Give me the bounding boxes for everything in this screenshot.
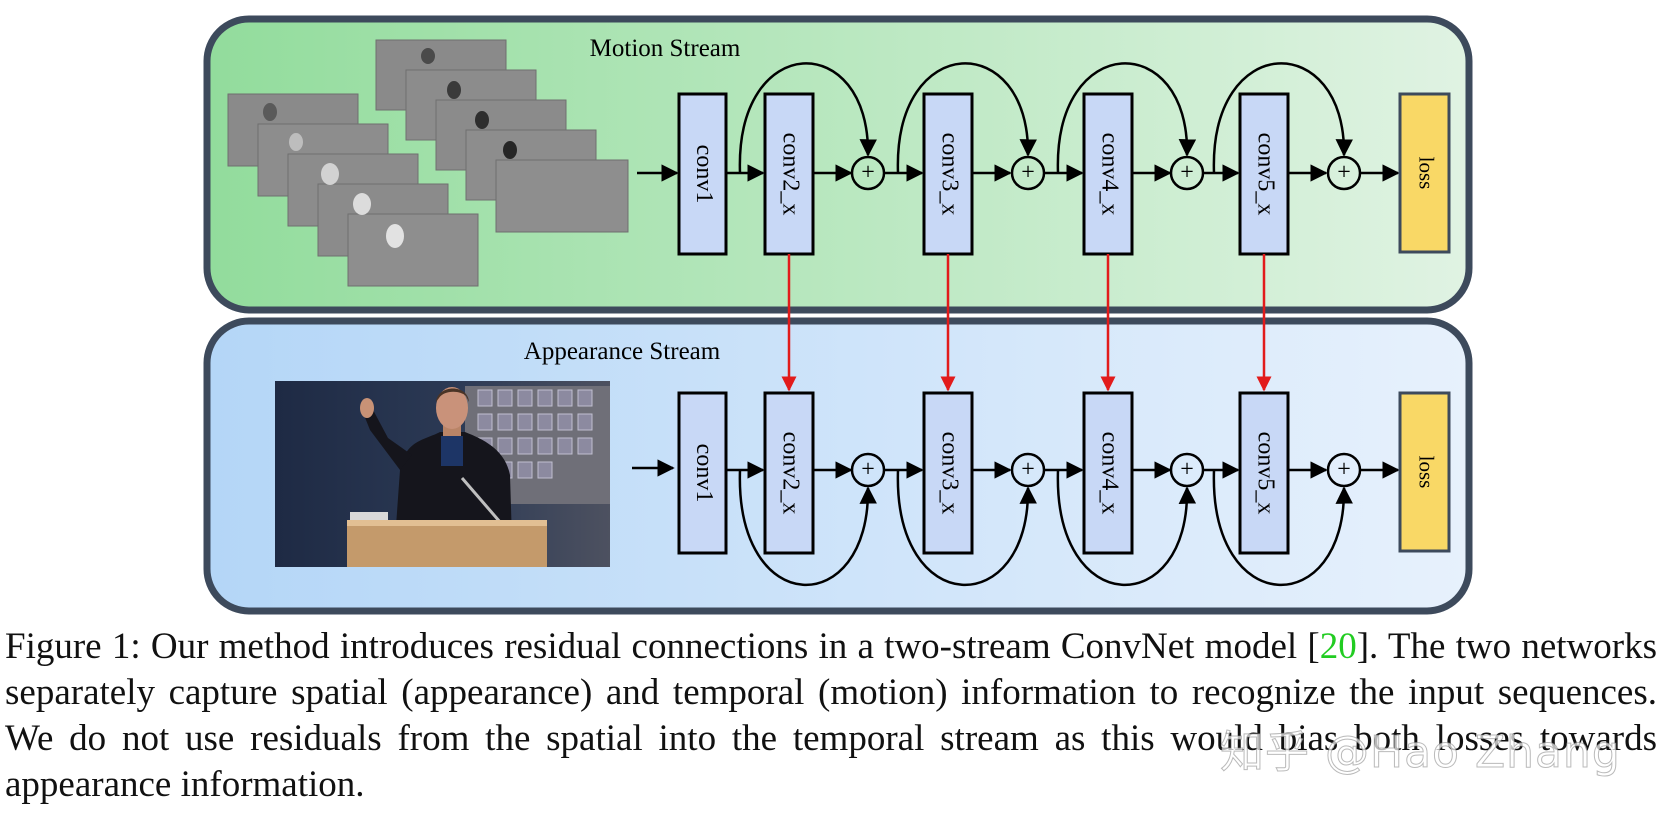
- appearance-block-conv1: conv1: [677, 391, 728, 555]
- motion-block-conv5-label: conv5_x: [1252, 133, 1278, 216]
- two-stream-diagram: Motion Stream c: [203, 15, 1473, 615]
- appearance-block-conv2: conv2_x: [763, 391, 815, 555]
- figure-caption: Figure 1: Our method introduces residual…: [5, 624, 1657, 808]
- appearance-block-conv1-label: conv1: [691, 444, 717, 503]
- rgb-input-frame: [275, 381, 610, 567]
- motion-block-conv3: conv3_x: [922, 92, 974, 256]
- motion-stream-panel: Motion Stream c: [203, 15, 1473, 314]
- motion-stream-title: Motion Stream: [590, 35, 741, 62]
- svg-text:+: +: [861, 160, 875, 186]
- svg-text:+: +: [1180, 160, 1194, 186]
- appearance-block-conv4-label: conv4_x: [1096, 432, 1122, 515]
- appearance-skip-3: [1056, 469, 1197, 587]
- motion-skip-3: [1056, 62, 1197, 174]
- appearance-block-conv4: conv4_x: [1082, 391, 1134, 555]
- svg-text:+: +: [1021, 457, 1035, 483]
- appearance-skip-2: [896, 469, 1037, 587]
- optical-flow-frames: [227, 39, 629, 287]
- appearance-stream-panel: Appearance Stream: [203, 317, 1473, 615]
- motion-loss-label: loss: [1415, 157, 1439, 190]
- appearance-block-conv3: conv3_x: [922, 391, 974, 555]
- motion-skip-2: [896, 62, 1037, 174]
- svg-text:+: +: [1337, 160, 1351, 186]
- motion-loss-box: loss: [1398, 92, 1451, 254]
- citation-link[interactable]: 20: [1319, 626, 1357, 667]
- svg-text:+: +: [1337, 457, 1351, 483]
- svg-text:+: +: [1180, 457, 1194, 483]
- motion-block-conv2: conv2_x: [763, 92, 815, 256]
- appearance-stream-title: Appearance Stream: [524, 338, 721, 365]
- motion-block-conv5: conv5_x: [1238, 92, 1290, 256]
- caption-prefix: Figure 1: Our method introduces residual…: [5, 626, 1320, 667]
- appearance-block-conv3-label: conv3_x: [936, 432, 962, 515]
- appearance-block-conv5-label: conv5_x: [1252, 432, 1278, 515]
- appearance-loss-box: loss: [1398, 391, 1451, 553]
- appearance-loss-label: loss: [1415, 456, 1439, 489]
- appearance-block-conv2-label: conv2_x: [777, 432, 803, 515]
- appearance-block-conv5: conv5_x: [1238, 391, 1290, 555]
- motion-block-conv4: conv4_x: [1082, 92, 1134, 256]
- motion-block-conv1: conv1: [677, 92, 728, 256]
- cross-stream-connections: [781, 254, 1272, 392]
- motion-block-conv3-label: conv3_x: [936, 133, 962, 216]
- svg-text:+: +: [1021, 160, 1035, 186]
- motion-block-conv1-label: conv1: [691, 145, 717, 204]
- motion-block-conv2-label: conv2_x: [777, 133, 803, 216]
- appearance-skip-4: [1212, 469, 1353, 587]
- motion-block-conv4-label: conv4_x: [1096, 133, 1122, 216]
- caption-suffix: ]. The two networks separately capture s…: [5, 626, 1657, 805]
- svg-text:+: +: [861, 457, 875, 483]
- appearance-skip-1: [738, 469, 877, 587]
- motion-skip-1: [738, 62, 877, 174]
- motion-skip-4: [1212, 62, 1353, 174]
- watermark: 知乎 @Hao Zhang: [1220, 727, 1621, 779]
